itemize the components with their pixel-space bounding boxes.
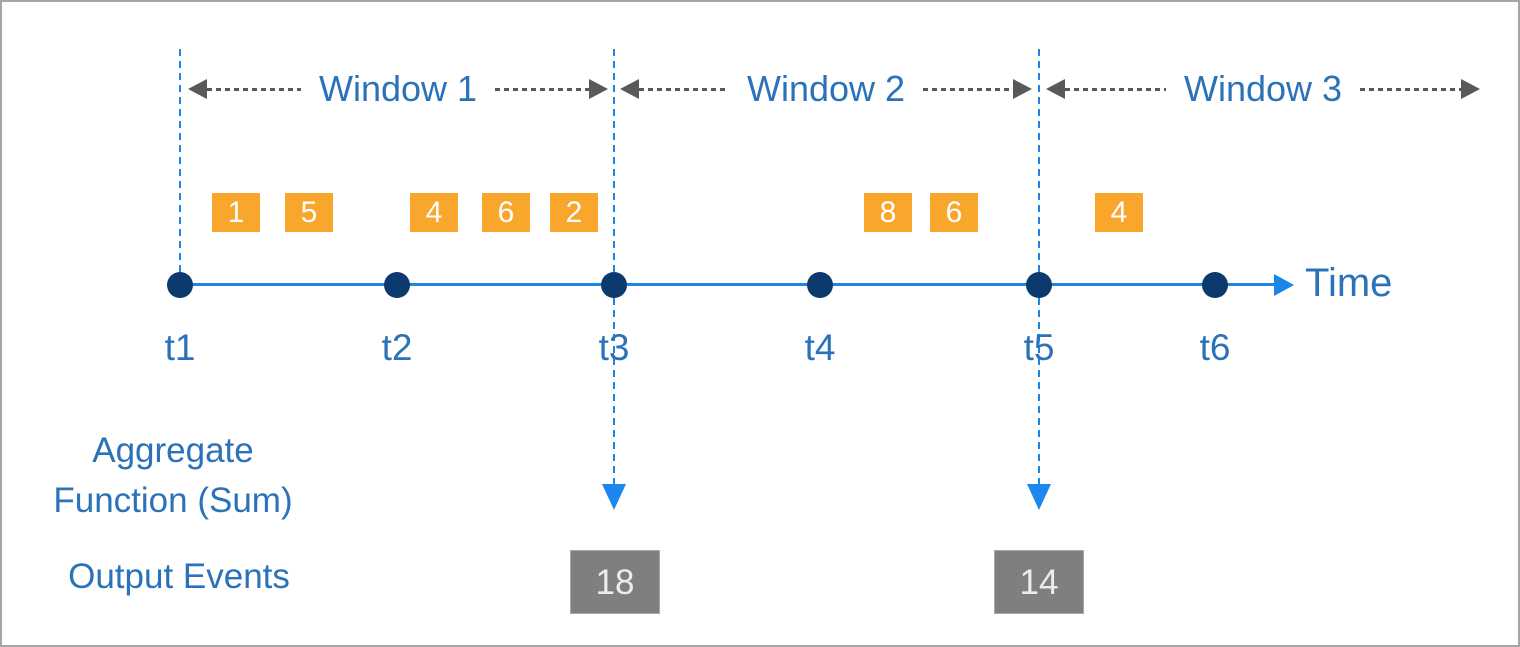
arrow-right-icon <box>1461 79 1480 99</box>
window-1-span: Window 1 <box>188 66 608 112</box>
event-box: 6 <box>930 193 978 232</box>
arrow-left-icon <box>188 79 207 99</box>
timeline-dot-t3 <box>601 272 627 298</box>
down-arrow-icon-t5 <box>1027 484 1051 510</box>
window-3-span: Window 3 <box>1046 66 1480 112</box>
timeline-axis <box>180 283 1274 286</box>
arrow-left-icon <box>1046 79 1065 99</box>
tick-label-t6: t6 <box>1199 327 1231 368</box>
timeline-dot-t1 <box>167 272 193 298</box>
tick-label-t4: t4 <box>804 327 836 368</box>
window-1-label: Window 1 <box>318 68 478 109</box>
dashed-line <box>495 87 589 91</box>
arrow-right-icon <box>1013 79 1032 99</box>
event-box: 4 <box>1095 193 1143 232</box>
dashed-line <box>1360 87 1461 91</box>
aggregate-function-label: Aggregate Function (Sum) <box>40 426 306 525</box>
dashed-line <box>1065 87 1166 91</box>
event-box: 2 <box>550 193 598 232</box>
arrow-left-icon <box>620 79 639 99</box>
time-axis-label: Time <box>1305 261 1393 305</box>
tick-label-t3: t3 <box>598 327 630 368</box>
event-box: 8 <box>864 193 912 232</box>
aggregate-function-label-line1: Aggregate <box>92 431 254 470</box>
boundary-line-t1 <box>179 49 181 272</box>
window-3-label: Window 3 <box>1183 68 1343 109</box>
window-2-label: Window 2 <box>746 68 906 109</box>
timeline-dot-t4 <box>807 272 833 298</box>
timeline-dot-t2 <box>384 272 410 298</box>
dashed-line <box>639 87 729 91</box>
boundary-line-t3 <box>613 49 615 272</box>
output-value-box-t5: 14 <box>994 550 1084 614</box>
tick-label-t1: t1 <box>164 327 196 368</box>
tick-label-t5: t5 <box>1023 327 1055 368</box>
event-box: 4 <box>410 193 458 232</box>
boundary-line-t5 <box>1038 49 1040 272</box>
timeline-arrowhead-icon <box>1274 274 1294 296</box>
aggregate-function-label-line2: Function (Sum) <box>53 480 293 520</box>
down-arrow-icon-t3 <box>602 484 626 510</box>
arrow-right-icon <box>589 79 608 99</box>
output-line-t5 <box>1038 298 1040 484</box>
timeline-dot-t5 <box>1026 272 1052 298</box>
output-line-t3 <box>613 298 615 484</box>
tick-label-t2: t2 <box>381 327 413 368</box>
dashed-line <box>923 87 1013 91</box>
output-value-box-t3: 18 <box>570 550 660 614</box>
dashed-line <box>207 87 301 91</box>
timeline-dot-t6 <box>1202 272 1228 298</box>
event-box: 6 <box>482 193 530 232</box>
output-events-label: Output Events <box>68 557 290 596</box>
event-box: 1 <box>212 193 260 232</box>
window-2-span: Window 2 <box>620 66 1032 112</box>
event-box: 5 <box>285 193 333 232</box>
